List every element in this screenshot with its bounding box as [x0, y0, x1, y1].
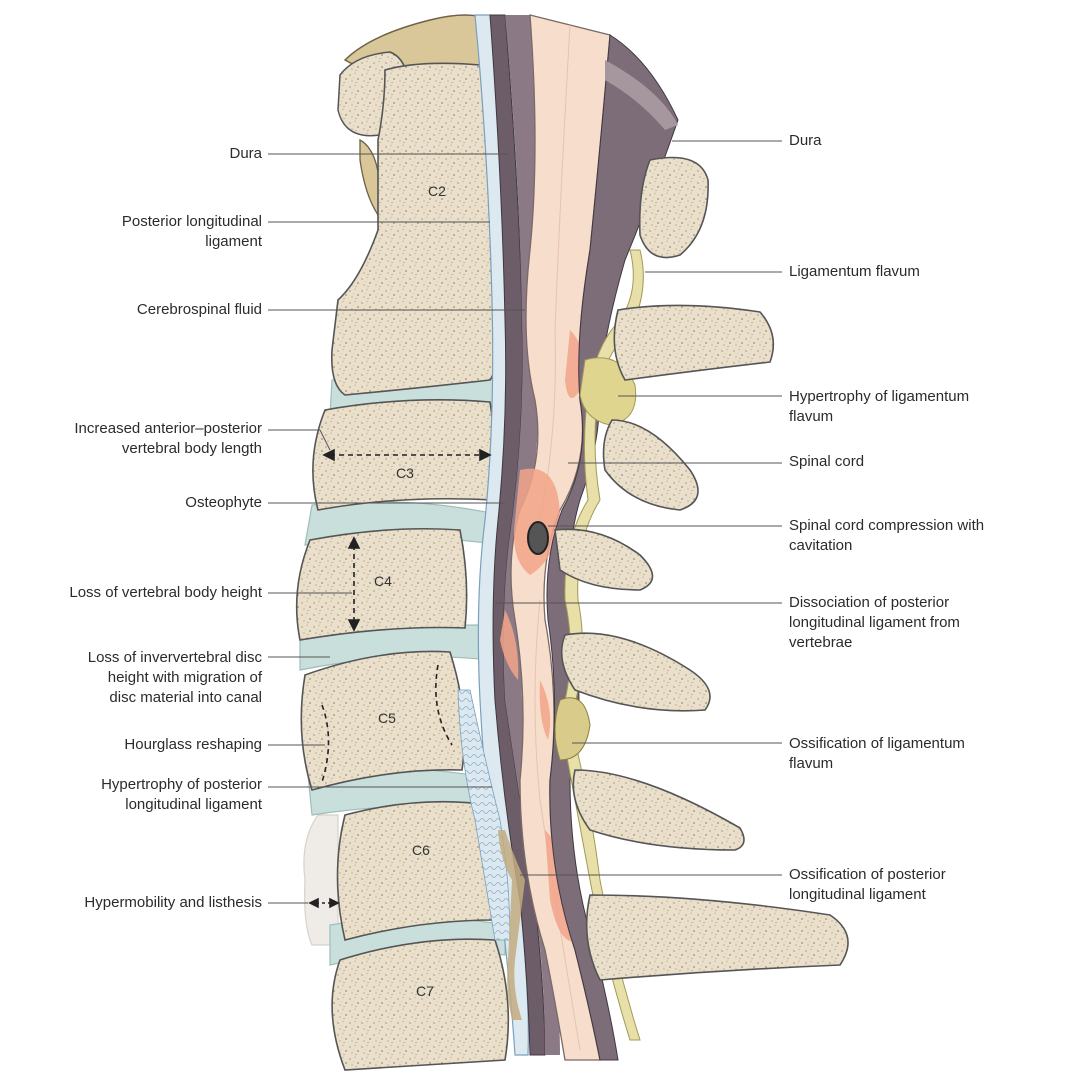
listhesis-ghost	[303, 814, 339, 946]
lf-ossification-blob	[554, 697, 591, 761]
cavitation	[527, 521, 549, 555]
vertebra-label-c2: C2	[428, 183, 446, 199]
c5-body	[300, 650, 466, 791]
label-ligamentum-flavum: Ligamentum flavum	[789, 263, 920, 280]
c6-body	[336, 800, 500, 941]
spinous-processes	[554, 156, 849, 981]
c2-anterior-arch	[359, 138, 381, 217]
leader-lines-right	[495, 140, 782, 876]
label-lf-hypertrophy: Hypertrophy of ligamentum flavum	[789, 388, 970, 425]
vertebra-label-c6: C6	[412, 842, 430, 858]
vertebra-label-c3: C3	[396, 465, 414, 481]
vertebral-bodies	[295, 62, 510, 1071]
vertebra-label-c5: C5	[378, 710, 396, 726]
label-posterior-longitudinal-ligament: Posterior longitudinal ligament	[121, 213, 262, 250]
label-pll-ossification: Ossification of posterior longitudinal l…	[789, 866, 946, 903]
c7-body	[331, 938, 510, 1071]
dorsal-dura	[546, 34, 679, 1061]
vertebra-label-c7: C7	[416, 983, 434, 999]
label-cerebrospinal-fluid: Cerebrospinal fluid	[136, 301, 262, 318]
leader-lines-left	[268, 153, 525, 904]
c4-body	[295, 527, 468, 641]
vertebra-label-c4: C4	[374, 573, 392, 589]
label-hourglass-reshaping: Hourglass reshaping	[124, 736, 262, 753]
pll-hypertrophy-region	[457, 689, 511, 941]
label-loss-vertebral-height: Loss of vertebral body height	[69, 584, 262, 601]
label-increased-ap-length: Increased anterior–posterior vertebral b…	[74, 420, 262, 457]
label-pll-hypertrophy: Hypertrophy of posterior longitudinal li…	[101, 776, 262, 813]
label-lf-ossification: Ossification of ligamentum flavum	[789, 735, 965, 772]
label-disc-height-loss: Loss of inververtebral disc height with …	[87, 649, 262, 706]
label-spinal-cord: Spinal cord	[789, 453, 865, 470]
label-dura-right: Dura	[789, 132, 822, 149]
label-dura-left: Dura	[229, 145, 262, 162]
ossified-pll	[498, 830, 525, 1020]
label-hypermobility-listhesis: Hypermobility and listhesis	[84, 894, 262, 911]
label-cord-compression: Spinal cord compression with cavitation	[789, 517, 985, 554]
annotation-arrows	[308, 448, 492, 909]
label-pll-dissociation: Dissociation of posterior longitudinal l…	[789, 594, 960, 651]
label-osteophyte: Osteophyte	[185, 494, 262, 511]
